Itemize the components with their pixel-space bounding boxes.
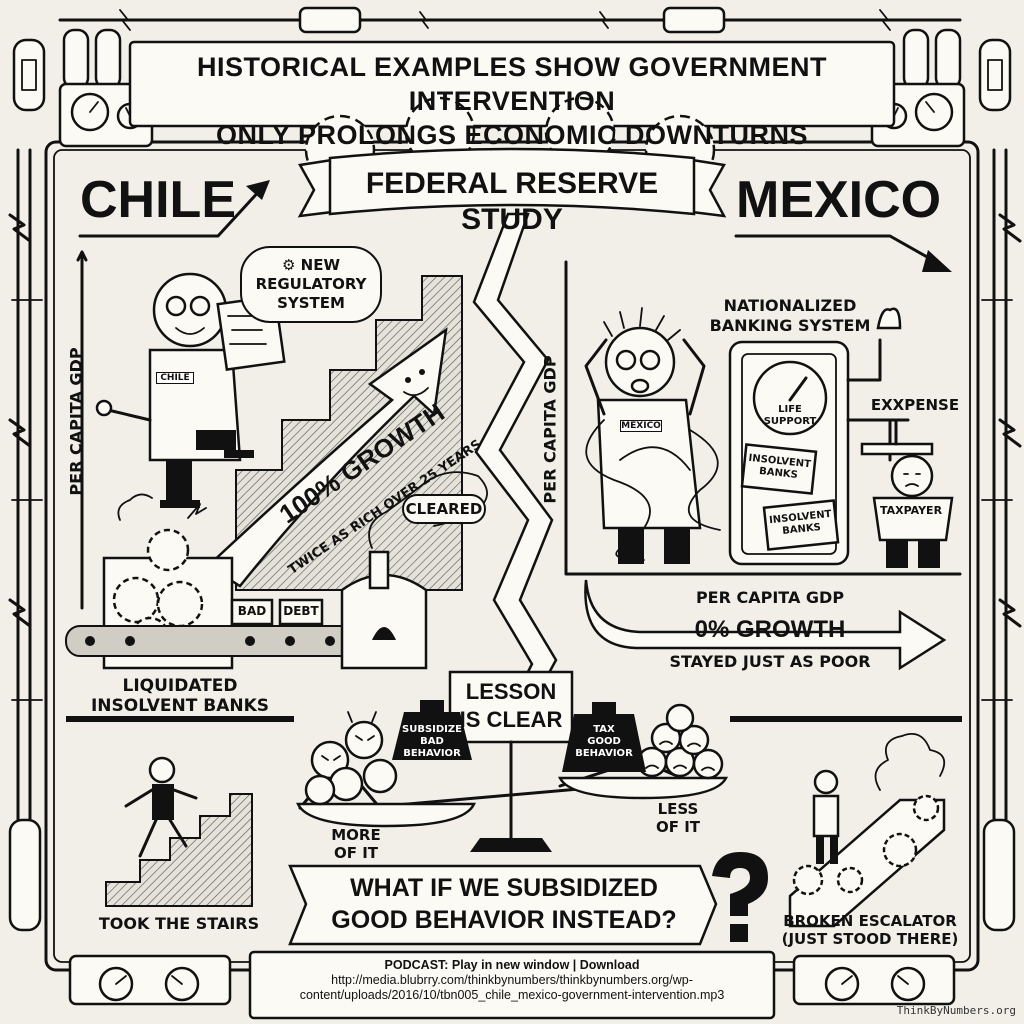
subsidize-weight-label: SUBSIDIZE BAD BEHAVIOR <box>402 724 462 759</box>
mexico-coat-tag: MEXICO <box>620 420 662 432</box>
banner-label: FEDERAL RESERVE STUDY <box>365 167 659 236</box>
mexico-title: MEXICO <box>736 171 942 229</box>
chile-coat-tag: CHILE <box>156 372 194 384</box>
bad-crate-label: BAD <box>237 604 267 618</box>
life-support-gauge-label: LIFE SUPPORT <box>763 404 817 427</box>
stairs-figure <box>105 756 253 907</box>
debt-crate-label: DEBT <box>283 604 319 618</box>
mexico-scientist <box>584 307 721 564</box>
podcast-info: PODCAST: Play in new window | Download h… <box>250 958 774 1003</box>
less-of-it-label: LESS OF IT <box>655 800 701 836</box>
life-support-machine <box>728 307 934 566</box>
more-of-it-label: MORE OF IT <box>331 826 381 862</box>
taxpayer-figure <box>872 454 954 568</box>
mexico-panel <box>564 234 962 722</box>
good-behavior-faces-icon <box>636 703 724 780</box>
taxpayer-label: TAXPAYER <box>879 504 943 517</box>
stairs-caption: TOOK THE STAIRS <box>98 914 260 933</box>
gauge-icons-bottom <box>8 818 1016 1006</box>
question-mark-icon <box>712 852 768 942</box>
nationalized-banking-label: NATIONALIZED BANKING SYSTEM <box>709 296 871 335</box>
broken-escalator <box>788 732 946 928</box>
question-text: WHAT IF WE SUBSIDIZED GOOD BEHAVIOR INST… <box>331 874 677 934</box>
tax-weight <box>562 714 646 772</box>
gear-icon: ⚙ <box>281 256 301 274</box>
title-box <box>128 40 896 128</box>
thought-bubble: ⚙ NEW REGULATORY SYSTEM <box>240 246 382 323</box>
chile-title: CHILE <box>80 171 236 229</box>
escalator-caption: BROKEN ESCALATOR (JUST STOOD THERE) <box>781 912 959 948</box>
mexico-axis-label: PER CAPITA GDP <box>540 355 560 504</box>
mexico-growth-label: 0% GROWTH <box>694 616 846 643</box>
liquidation-machine <box>65 471 488 670</box>
flat-growth-arrow-icon <box>584 579 947 671</box>
banner-ribbon <box>297 147 727 218</box>
tax-weight-label: TAX GOOD BEHAVIOR <box>575 724 633 759</box>
mexico-xaxis-label: PER CAPITA GDP <box>695 588 845 607</box>
podcast-box <box>248 950 776 1020</box>
podcast-line[interactable]: PODCAST: Play in new window | Download <box>384 958 640 972</box>
podcast-url-line[interactable]: content/uploads/2016/10/tbn005_chile_mex… <box>299 988 725 1002</box>
expense-label: EXXPENSE <box>870 396 960 414</box>
chile-panel <box>65 180 488 722</box>
watermark: ThinkByNumbers.org <box>896 1004 1016 1017</box>
subsidize-weight <box>392 712 472 760</box>
mexico-growth-sub: STAYED JUST AS POOR <box>669 652 871 671</box>
cleared-smoke-label: CLEARED <box>402 494 486 524</box>
podcast-url-line[interactable]: http://media.blubrry.com/thinkbynumbers/… <box>331 973 693 987</box>
page-title: HISTORICAL EXAMPLES SHOW GOVERNMENT INTE… <box>196 52 828 150</box>
growth-arrow-icon <box>205 327 448 588</box>
question-banner <box>288 852 768 946</box>
lesson-sign: LESSON IS CLEAR <box>459 679 563 732</box>
balance-scale <box>296 670 729 852</box>
chile-axis-label: PER CAPITA GDP <box>66 347 86 496</box>
bad-behavior-creatures-icon <box>304 711 398 806</box>
chile-caption: LIQUIDATED INSOLVENT BANKS <box>90 676 269 716</box>
